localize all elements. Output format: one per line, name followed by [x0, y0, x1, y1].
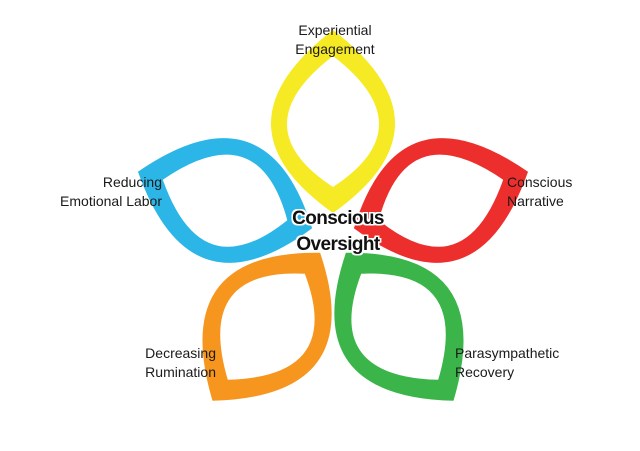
label-top-line2: Engagement: [295, 41, 375, 57]
label-right-line2: Narrative: [507, 193, 564, 209]
center-title-line2: Oversight: [296, 234, 380, 255]
label-bottom-left-line1: Decreasing: [145, 345, 216, 361]
label-bottom-right-line2: Recovery: [455, 364, 515, 380]
label-bottom-left-line2: Rumination: [145, 364, 216, 380]
label-decreasing-rumination: Decreasing Rumination: [96, 344, 216, 382]
label-right-line1: Conscious: [507, 174, 573, 190]
center-title: Conscious Oversight: [248, 206, 428, 258]
petal-bottom-left-orange: [202, 252, 332, 401]
label-reducing-emotional-labor: Reducing Emotional Labor: [20, 173, 162, 211]
label-top-line1: Experiential: [298, 22, 372, 38]
petal-bottom-right-green: [334, 252, 464, 401]
center-title-line1: Conscious: [292, 208, 384, 229]
petal-right-red: [353, 138, 528, 263]
petal-left-blue: [138, 138, 313, 263]
label-left-line1: Reducing: [102, 174, 162, 190]
label-left-line2: Emotional Labor: [60, 193, 162, 209]
label-bottom-right-line1: Parasympathetic: [455, 345, 560, 361]
petal-top-yellow: [271, 30, 395, 213]
label-experiential-engagement: Experiential Engagement: [255, 21, 415, 59]
label-conscious-narrative: Conscious Narrative: [507, 173, 637, 211]
label-parasympathetic-recovery: Parasympathetic Recovery: [455, 344, 635, 382]
